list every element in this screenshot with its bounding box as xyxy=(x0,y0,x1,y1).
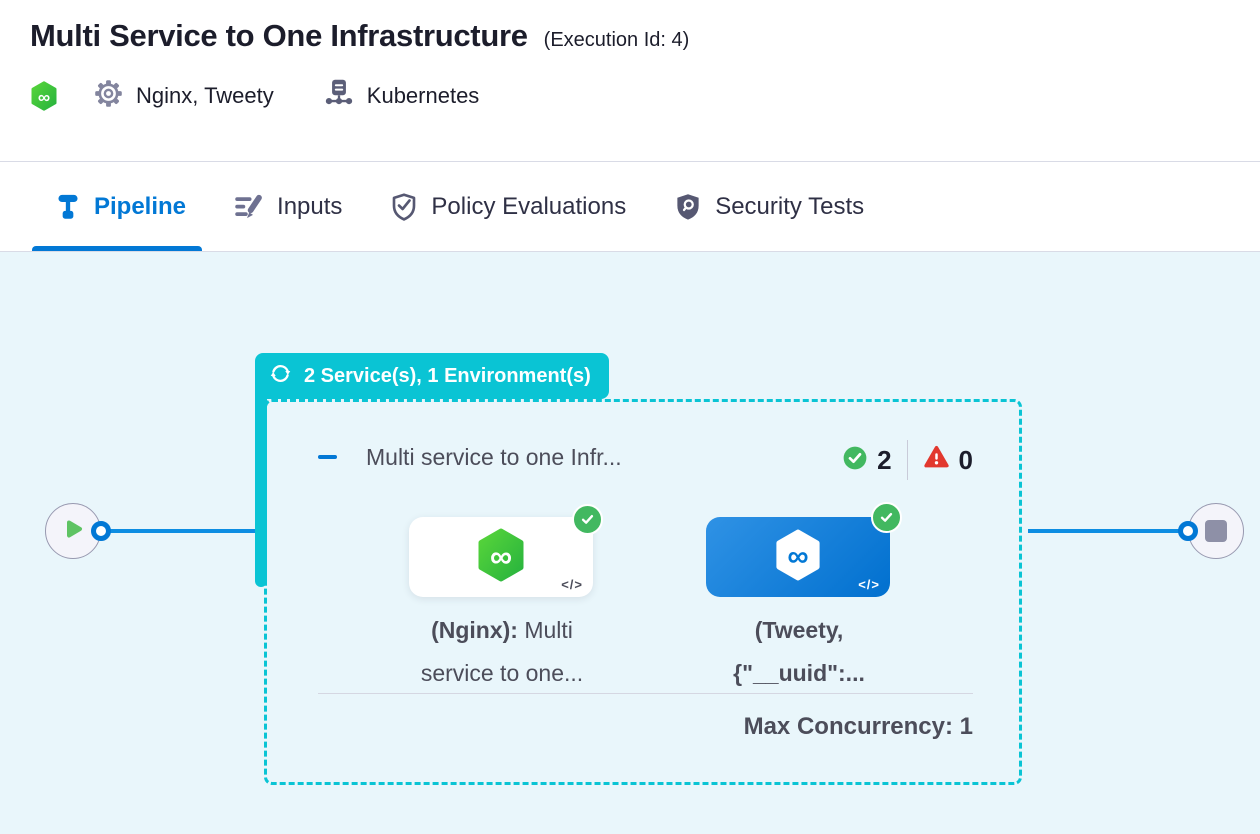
code-icon: </> xyxy=(561,577,583,592)
tab-label: Inputs xyxy=(277,192,343,220)
stage-badge-label: 2 Service(s), 1 Environment(s) xyxy=(304,364,591,387)
tab-bar: Pipeline Inputs Policy Evaluations xyxy=(0,162,1260,252)
stage-footer-divider xyxy=(318,693,973,694)
connector-dot-right[interactable] xyxy=(1178,521,1198,541)
tab-label: Policy Evaluations xyxy=(431,192,627,220)
service-card-nginx[interactable]: ∞ </> xyxy=(409,517,593,597)
stage-status-counts: 2 0 xyxy=(842,440,973,480)
success-count: 2 xyxy=(877,444,892,475)
tab-pipeline[interactable]: Pipeline xyxy=(32,162,203,251)
service-label-nginx: (Nginx): Multi service to one... xyxy=(420,617,584,686)
environment-meta: Kubernetes xyxy=(324,78,480,113)
tab-inputs[interactable]: Inputs xyxy=(234,162,342,251)
harness-service-icon: ∞ xyxy=(476,528,526,587)
tab-policy-evaluations[interactable]: Policy Evaluations xyxy=(390,162,626,251)
shield-check-icon xyxy=(390,192,418,222)
stage-title[interactable]: Multi service to one Infr... xyxy=(366,444,622,470)
service-card-tweety[interactable]: ∞ </> xyxy=(706,517,890,597)
stage-group-box[interactable] xyxy=(264,399,1022,785)
title-row: Multi Service to One Infrastructure (Exe… xyxy=(30,18,1260,54)
page-header: Multi Service to One Infrastructure (Exe… xyxy=(0,0,1260,162)
svg-text:∞: ∞ xyxy=(787,539,808,572)
harness-service-icon: ∞ xyxy=(774,529,822,586)
loop-icon xyxy=(268,361,293,392)
warning-triangle-icon xyxy=(923,444,950,476)
svg-text:∞: ∞ xyxy=(490,539,512,574)
stop-icon xyxy=(1205,520,1227,542)
svg-text:∞: ∞ xyxy=(38,86,50,106)
tab-label: Pipeline xyxy=(94,192,187,220)
code-icon: </> xyxy=(858,577,880,592)
success-badge-nginx xyxy=(572,504,603,535)
pipeline-canvas: 2 Service(s), 1 Environment(s) Multi ser… xyxy=(0,252,1260,834)
meta-row: ∞ xyxy=(30,78,1260,113)
failed-count: 0 xyxy=(958,444,973,475)
check-circle-icon xyxy=(842,445,868,476)
tab-label: Security Tests xyxy=(715,192,865,220)
connector-line-right xyxy=(1028,529,1188,533)
shield-scan-icon xyxy=(674,192,702,222)
connector-dot-left[interactable] xyxy=(91,521,111,541)
harness-logo-icon: ∞ xyxy=(30,80,58,111)
service-label-tweety: (Tweety, {"__uuid":... xyxy=(733,617,865,686)
stage-group-badge[interactable]: 2 Service(s), 1 Environment(s) xyxy=(255,353,609,399)
infrastructure-icon xyxy=(324,78,354,113)
counts-divider xyxy=(906,440,908,480)
max-concurrency-label: Max Concurrency: 1 xyxy=(743,713,973,740)
active-tab-underline xyxy=(32,246,203,251)
inputs-icon xyxy=(234,193,264,221)
services-meta: Nginx, Tweety xyxy=(94,79,274,113)
pipeline-icon xyxy=(55,193,81,221)
connector-line-left xyxy=(101,529,258,533)
services-label: Nginx, Tweety xyxy=(136,82,274,108)
page-title: Multi Service to One Infrastructure xyxy=(30,18,528,53)
environment-label: Kubernetes xyxy=(366,82,480,108)
gear-icon xyxy=(94,79,123,113)
tab-security-tests[interactable]: Security Tests xyxy=(674,162,864,251)
collapse-dash-icon[interactable] xyxy=(318,455,337,459)
play-icon xyxy=(59,515,87,548)
success-badge-tweety xyxy=(871,502,902,533)
stage-group-left-bar xyxy=(255,388,267,587)
execution-id: (Execution Id: 4) xyxy=(543,29,690,51)
